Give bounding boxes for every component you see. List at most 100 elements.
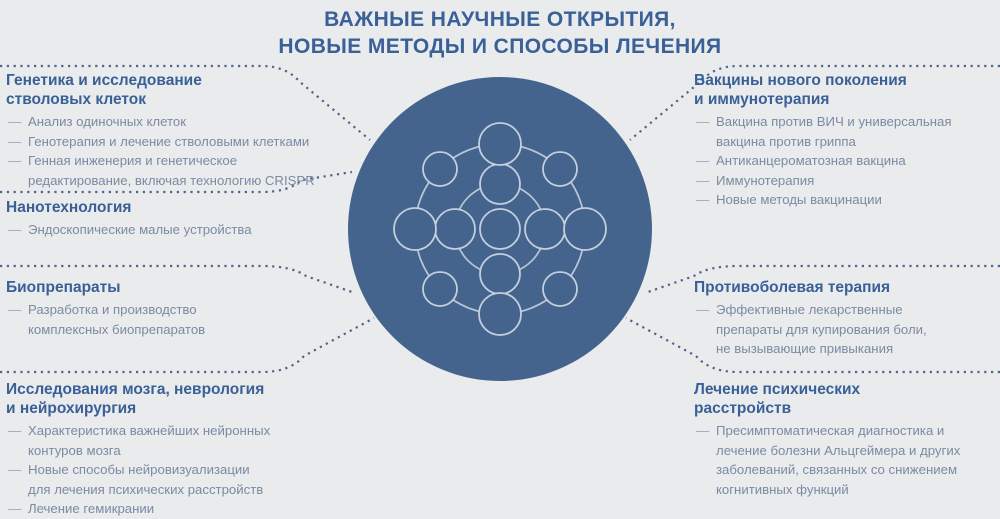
content-block: Вакцины нового поколения и иммунотерапия —… [694, 71, 994, 210]
bullet-item: — Иммунотерапия [694, 171, 994, 191]
bullet-text: Новые методы вакцинации [716, 190, 994, 210]
bullet-list: —Анализ одиночных клеток—Генотерапия и л… [6, 112, 336, 190]
bullet-text: Анализ одиночных клеток [28, 112, 336, 132]
bullet-dash: — [8, 114, 22, 129]
bullet-item: — Лечение гемикрании [6, 499, 336, 519]
bullet-text-line: Новые способы нейровизуализации [28, 462, 250, 477]
section-heading: Лечение психических расстройств [694, 380, 994, 418]
section-nanotech: Нанотехнология — Эндоскопические малые уст… [6, 198, 336, 240]
hub-node-outer-ne [542, 151, 578, 187]
central-circle [348, 77, 652, 381]
bullet-dash: — [696, 302, 710, 317]
bullet-text: Новые способы нейровизуализации для лечен… [28, 460, 336, 499]
section-heading-line: Биопрепараты [6, 279, 121, 296]
section-heading-line: Нанотехнология [6, 199, 132, 216]
section-heading-line: и иммунотерапия [694, 91, 830, 108]
hub-node-outer-se [542, 271, 578, 307]
bullet-text-line: Новые методы вакцинации [716, 192, 882, 207]
bullet-item: — Анализ одиночных клеток [6, 112, 336, 132]
section-heading-line: стволовых клеток [6, 91, 147, 108]
bullet-dash: — [696, 172, 710, 188]
bullet-text-line: Генотерапия и лечение стволовыми клеткам… [28, 133, 310, 149]
hub-node-outer-s [478, 292, 522, 336]
bullet-text: Иммунотерапия [716, 171, 994, 191]
content-block: Нанотехнология — Эндоскопические малые уст… [6, 198, 336, 240]
bullet-text-line: препараты для купирования боли, [716, 321, 927, 337]
bullet-item: —Генотерапия и лечение стволовыми клетка… [6, 132, 336, 152]
section-heading-line: расстройств [694, 400, 792, 417]
hub-node-outer-e [563, 207, 607, 251]
bullet-text-line: контуров мозга [28, 442, 121, 458]
bullet-text-line: Пресимптоматическая диагностика и [716, 423, 945, 438]
bullet-dash: — [696, 153, 710, 168]
bullet-dash: — [696, 423, 710, 438]
bullet-dash: — [8, 423, 22, 438]
hub-node-outer-n [478, 122, 522, 166]
hub-node-inner-e [524, 208, 566, 250]
content-block: Противоболевая терапия — Эффективные лекар… [694, 278, 994, 359]
content-block: Лечение психических расстройств — Пресимпто… [694, 380, 994, 499]
bullet-dash: — [8, 462, 22, 477]
section-heading-line: Генетика и исследование [6, 72, 202, 89]
bullet-text-line: не вызывающие привыкания [716, 341, 894, 356]
section-heading: Вакцины нового поколения и иммунотерапия [694, 71, 994, 109]
bullet-item: — Эффективные лекарственные препараты для … [694, 300, 994, 359]
bullet-text: Антиканцероматозная вакцина [716, 151, 994, 171]
hub-node-outer-nw [422, 151, 458, 187]
section-heading: Генетика и исследование стволовых клеток [6, 71, 336, 109]
section-heading: Исследования мозга, неврология и нейрохир… [6, 380, 336, 418]
bullet-item: — Новые способы нейровизуализации для лече… [6, 460, 336, 499]
bullet-text-line: Вакцина против ВИЧ и универсальная [716, 114, 952, 129]
bullet-text: Лечение гемикрании [28, 499, 336, 519]
section-brain: Исследования мозга, неврология и нейрохир… [6, 380, 336, 519]
bullet-text-line: для лечения психических расстройств [28, 481, 264, 497]
page-title-line-2: НОВЫЕ МЕТОДЫ И СПОСОБЫ ЛЕЧЕНИЯ [278, 35, 722, 58]
bullet-item: — Эндоскопические малые устройства [6, 220, 336, 240]
section-heading-line: Лечение психических [694, 381, 861, 398]
bullet-dash: — [696, 192, 710, 207]
bullet-list: — Эффективные лекарственные препараты для … [694, 300, 994, 359]
bullet-text-line: комплексных биопрепаратов [28, 321, 206, 337]
hub-network-icon [393, 122, 607, 336]
bullet-text-line: Анализ одиночных клеток [28, 114, 187, 129]
section-pain: Противоболевая терапия — Эффективные лекар… [694, 278, 994, 359]
bullet-text-line: когнитивных функций [716, 481, 849, 497]
bullet-text: Эффективные лекарственные препараты для к… [716, 300, 994, 359]
bullet-text-line: Иммунотерапия [716, 172, 815, 188]
content-block: Исследования мозга, неврология и нейрохир… [6, 380, 336, 519]
bullet-text-line: Антиканцероматозная вакцина [716, 153, 906, 168]
bullet-text: Генотерапия и лечение стволовыми клеткам… [28, 132, 336, 152]
section-heading-line: Исследования мозга, неврология [6, 381, 265, 398]
section-genetics: Генетика и исследование стволовых клеток —… [6, 71, 336, 190]
hub-node-outer-sw [422, 271, 458, 307]
hub-node-inner-w [434, 208, 476, 250]
bullet-text-line: Эффективные лекарственные [716, 302, 903, 317]
section-heading: Биопрепараты [6, 278, 336, 297]
bullet-list: — Эндоскопические малые устройства [6, 220, 336, 240]
bullet-dash: — [8, 222, 22, 237]
section-heading-line: Вакцины нового поколения [694, 72, 907, 89]
section-heading-line: и нейрохирургия [6, 400, 137, 417]
bullet-dash: — [8, 153, 22, 168]
hub-node-inner-n [479, 163, 521, 205]
page-title-line-1: ВАЖНЫЕ НАУЧНЫЕ ОТКРЫТИЯ, [324, 8, 676, 31]
bullet-text-line: редактирование, включая технологию CRISP… [28, 172, 315, 188]
section-heading: Противоболевая терапия [694, 278, 994, 297]
bullet-dash: — [8, 302, 22, 317]
bullet-dash: — [8, 501, 22, 516]
hub-node-center [479, 208, 521, 250]
page-title: ВАЖНЫЕ НАУЧНЫЕ ОТКРЫТИЯ, НОВЫЕ МЕТОДЫ И … [0, 6, 1000, 60]
bullet-text: Эндоскопические малые устройства [28, 220, 336, 240]
